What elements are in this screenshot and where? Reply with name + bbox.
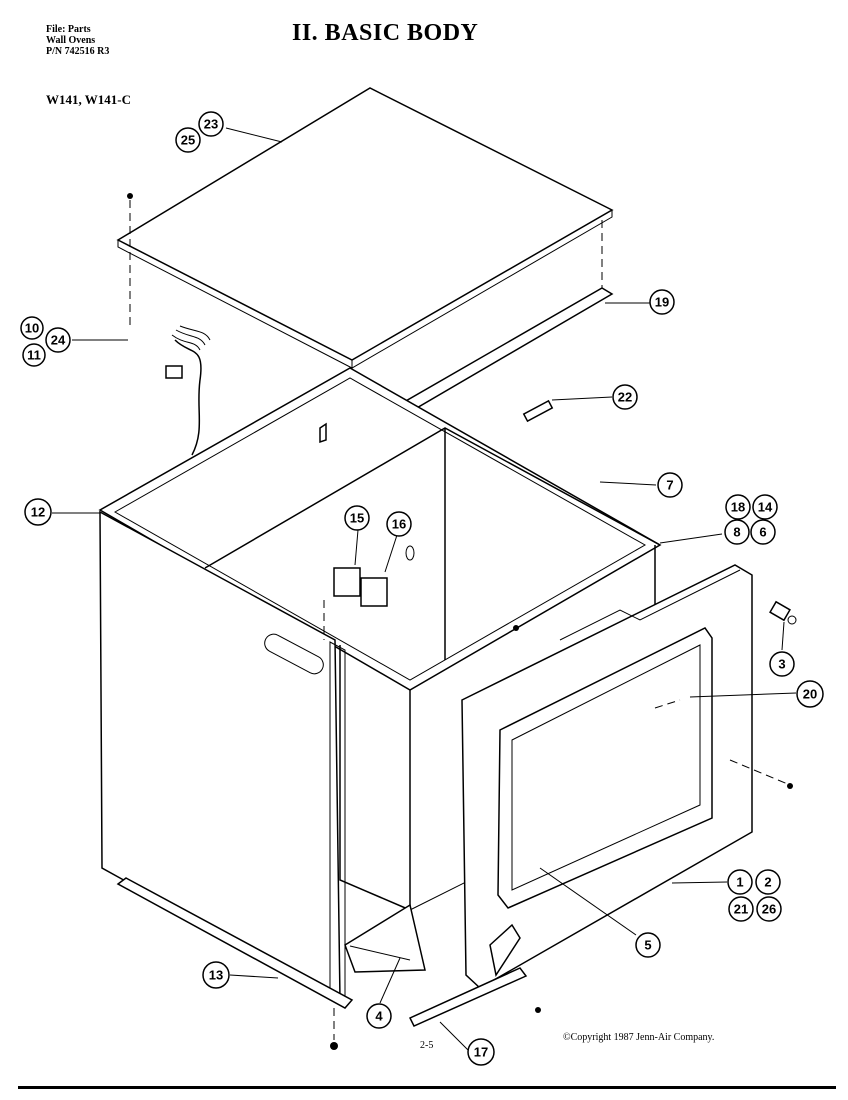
callout-label: 1 <box>736 875 743 890</box>
callout-19: 19 <box>649 289 675 315</box>
callout-label: 17 <box>474 1045 488 1060</box>
callout-label: 25 <box>181 133 195 148</box>
callout-label: 21 <box>734 902 748 917</box>
callout-13: 13 <box>202 961 230 989</box>
hardware <box>319 399 797 1013</box>
terminal-blocks <box>323 545 415 640</box>
callout-label: 15 <box>350 511 364 526</box>
callout-label: 11 <box>27 348 41 363</box>
callout-8: 8 <box>724 519 750 545</box>
page-title: II. BASIC BODY <box>292 20 479 46</box>
callout-2: 2 <box>755 869 781 895</box>
callout-label: 18 <box>731 500 745 515</box>
callout-label: 2 <box>764 875 771 890</box>
page-number: 2-5 <box>420 1040 434 1051</box>
callout-label: 14 <box>758 500 773 515</box>
callout-label: 24 <box>51 333 66 348</box>
callout-20: 20 <box>796 680 824 708</box>
callout-12: 12 <box>24 498 52 526</box>
callout-label: 22 <box>618 390 632 405</box>
callout-17: 17 <box>467 1038 495 1066</box>
copyright-notice: ©Copyright 1987 Jenn-Air Company. <box>563 1032 715 1043</box>
callout-15: 15 <box>344 505 370 531</box>
callout-label: 23 <box>204 117 218 132</box>
type-line: Wall Ovens <box>46 35 96 46</box>
callout-3: 3 <box>769 651 795 677</box>
callout-10: 10 <box>20 316 44 340</box>
callout-label: 16 <box>392 517 406 532</box>
hinge-bracket <box>408 923 528 1027</box>
leader-lines <box>52 127 797 1051</box>
callout-6: 6 <box>750 519 776 545</box>
callout-label: 6 <box>759 525 766 540</box>
callout-26: 26 <box>756 896 782 922</box>
part-number-line: P/N 742516 R3 <box>46 46 110 57</box>
callout-label: 20 <box>803 687 817 702</box>
bottom-rule <box>18 1086 836 1089</box>
callout-label: 10 <box>25 321 39 336</box>
callout-5: 5 <box>635 932 661 958</box>
callout-11: 11 <box>22 343 46 367</box>
model-numbers: W141, W141-C <box>46 92 131 107</box>
callout-7: 7 <box>657 472 683 498</box>
callout-label: 4 <box>375 1009 383 1024</box>
callout-24: 24 <box>45 327 71 353</box>
callout-1: 1 <box>727 869 753 895</box>
callout-23: 23 <box>198 111 224 137</box>
callout-22: 22 <box>612 384 638 410</box>
callout-label: 5 <box>644 938 651 953</box>
callout-label: 26 <box>762 902 776 917</box>
front-frame <box>461 564 791 989</box>
callout-label: 12 <box>31 505 45 520</box>
file-line: File: Parts <box>46 24 91 35</box>
file-info: File: Parts Wall Ovens P/N 742516 R3 <box>46 24 109 57</box>
callout-14: 14 <box>752 494 778 520</box>
callout-18: 18 <box>725 494 751 520</box>
callout-25: 25 <box>175 127 201 153</box>
callout-21: 21 <box>728 896 754 922</box>
callout-label: 13 <box>209 968 223 983</box>
callout-label: 19 <box>655 295 669 310</box>
callout-label: 3 <box>778 657 785 672</box>
callout-label: 8 <box>733 525 740 540</box>
wire-harness <box>165 325 211 456</box>
callout-4: 4 <box>366 1003 392 1029</box>
bottom-rails <box>116 877 426 1050</box>
callout-16: 16 <box>386 511 412 537</box>
callout-label: 7 <box>666 478 673 493</box>
oven-cabinet <box>98 367 662 1006</box>
